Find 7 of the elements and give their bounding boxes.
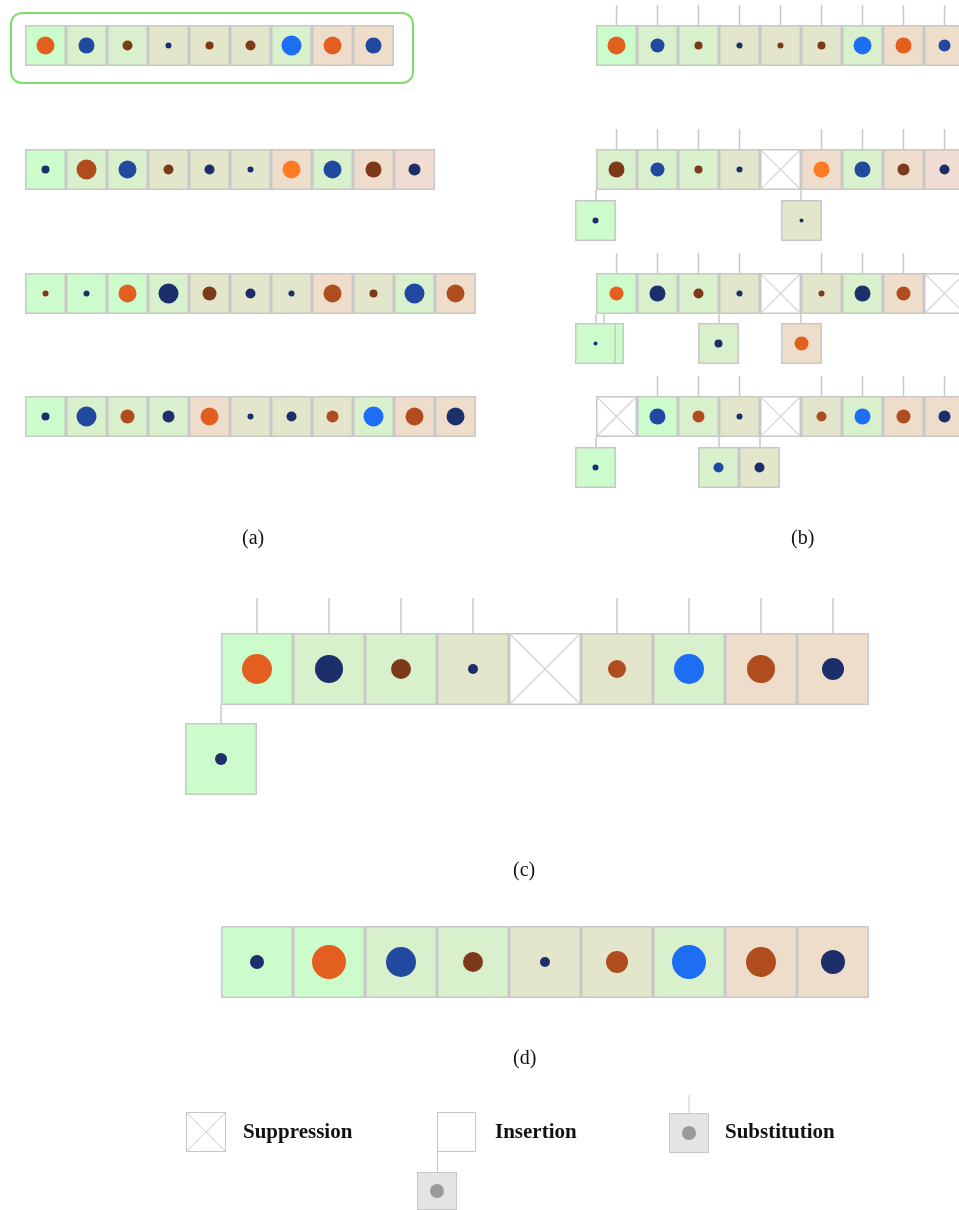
panel-label: (c) <box>513 858 536 881</box>
panel-label: (d) <box>513 1046 537 1069</box>
legend-label: Suppression <box>243 1119 353 1144</box>
panel-label: (a) <box>242 526 265 549</box>
legend-label: Substitution <box>725 1119 835 1144</box>
panel-label: (b) <box>791 526 815 549</box>
legend-label: Insertion <box>495 1119 577 1144</box>
